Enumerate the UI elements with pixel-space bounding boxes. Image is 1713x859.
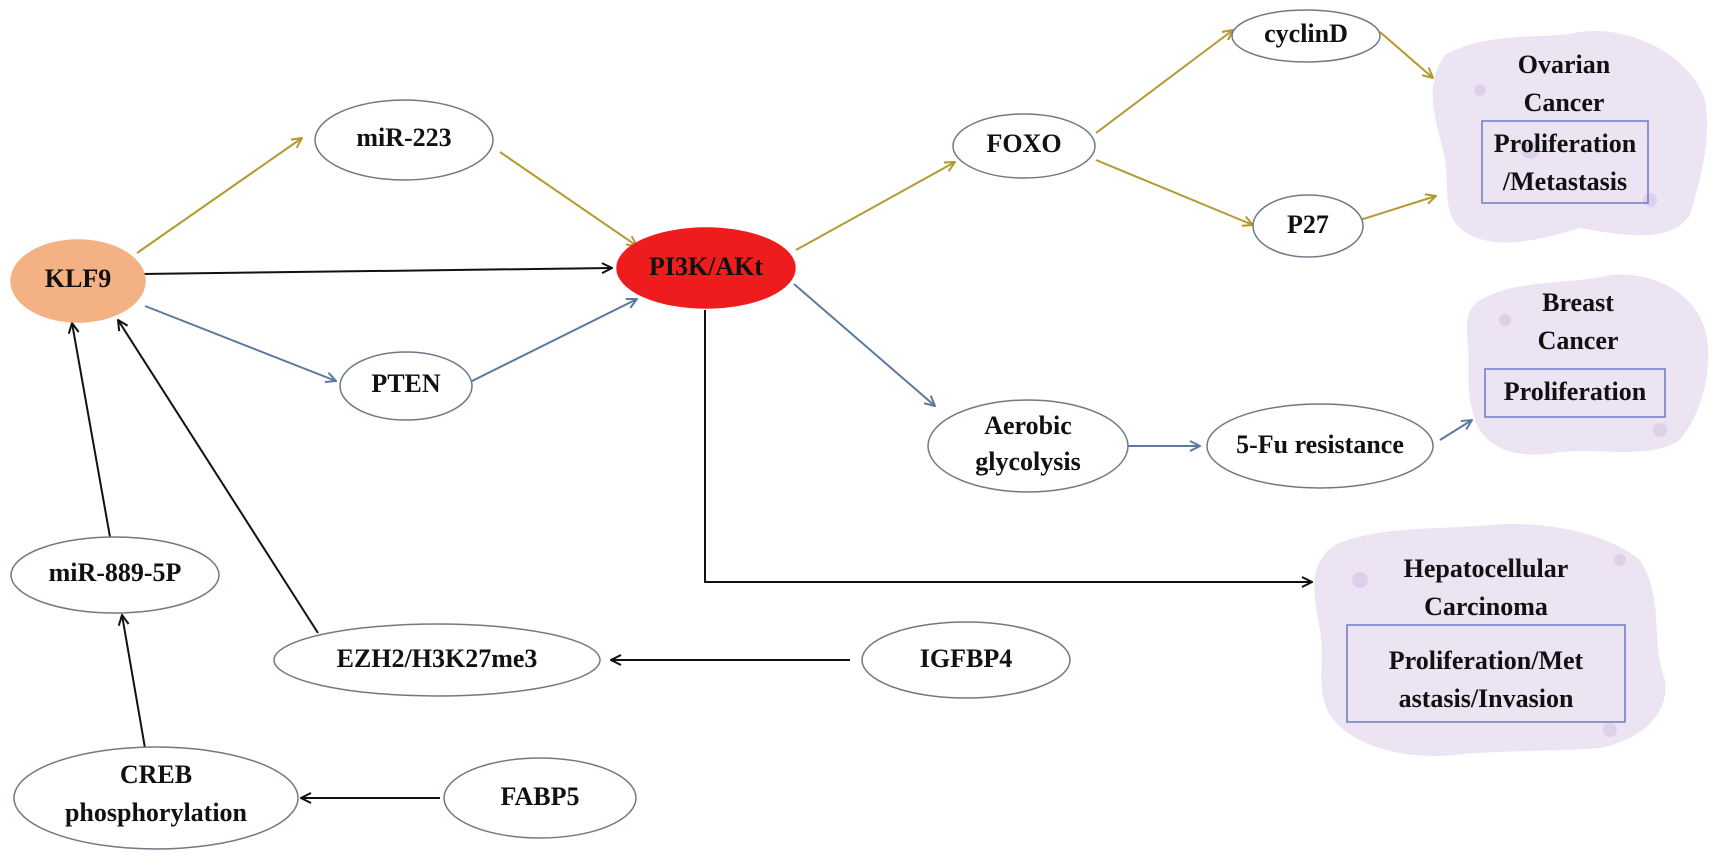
breast-cell-shape <box>1466 274 1709 455</box>
arrow-klf9-to-pi3k <box>140 268 612 275</box>
node-cyclind-label: cyclinD <box>1264 19 1348 48</box>
hcc-box-line2: astasis/Invasion <box>1399 684 1574 713</box>
node-foxo-label: FOXO <box>986 129 1061 158</box>
node-klf9[interactable]: KLF9 <box>10 239 146 323</box>
arrow-klf9-to-pten <box>144 305 336 381</box>
arrow-mir889-to-klf9 <box>72 323 111 538</box>
node-pten-shape <box>339 351 473 421</box>
node-pten[interactable]: PTEN <box>339 351 473 421</box>
node-ezh2-label: EZH2/H3K27me3 <box>337 644 538 673</box>
arrow-p27-to-ovarian <box>1359 196 1436 221</box>
node-igfbp4-label: IGFBP4 <box>920 644 1012 673</box>
arrow-creb-to-mir889 <box>122 615 146 749</box>
node-p27-label: P27 <box>1287 210 1329 239</box>
node-pten-label: PTEN <box>371 369 441 398</box>
hcc-cell-dot <box>1352 572 1368 588</box>
node-fabp5[interactable]: FABP5 <box>443 757 637 839</box>
node-aerobic-label-line2: glycolysis <box>975 447 1080 476</box>
node-aerobic-glycolysis[interactable]: Aerobic glycolysis <box>927 399 1129 493</box>
node-creb-shape <box>13 746 299 850</box>
ovarian-cell-shape <box>1432 30 1708 243</box>
node-foxo[interactable]: FOXO <box>952 113 1096 179</box>
breast-title-line1: Breast <box>1542 288 1614 317</box>
node-p27-shape <box>1252 194 1364 258</box>
node-mir223-shape <box>314 99 494 181</box>
hcc-cell-shape <box>1314 524 1666 756</box>
node-pi3k-shape <box>616 227 796 309</box>
node-pi3k[interactable]: PI3K/AKt <box>616 227 796 309</box>
ovarian-cell-dot <box>1643 193 1657 207</box>
node-p27[interactable]: P27 <box>1252 194 1364 258</box>
ovarian-title-line1: Ovarian <box>1518 50 1611 79</box>
node-mir223-label: miR-223 <box>356 123 451 152</box>
breast-box-line1: Proliferation <box>1504 377 1647 406</box>
arrow-ezh2-to-klf9 <box>118 320 319 634</box>
node-igfbp4-shape <box>861 621 1071 699</box>
node-ezh2[interactable]: EZH2/H3K27me3 <box>273 623 601 697</box>
hcc-title-line2: Carcinoma <box>1424 592 1548 621</box>
arrow-5fu-to-breast <box>1439 420 1472 441</box>
hcc-cell-dot <box>1614 554 1626 566</box>
node-klf9-shape <box>10 239 146 323</box>
ovarian-box-line1: Proliferation <box>1494 129 1637 158</box>
node-pi3k-label: PI3K/AKt <box>649 252 763 281</box>
arrow-pi3k-to-hcc <box>704 310 1312 582</box>
arrow-cyclind-to-ovarian <box>1379 31 1433 78</box>
ovarian-outcome-box <box>1481 120 1649 204</box>
outcome-ovarian-cancer: Ovarian Cancer Proliferation /Metastasis <box>1481 50 1649 204</box>
breast-cancer-cell <box>1466 274 1709 455</box>
arrow-pten-to-pi3k <box>469 299 637 383</box>
node-mir889[interactable]: miR-889-5P <box>10 536 220 614</box>
ovarian-box-line2: /Metastasis <box>1502 167 1627 196</box>
node-foxo-shape <box>952 113 1096 179</box>
hcc-outcome-box <box>1346 624 1626 723</box>
hcc-box-line1: Proliferation/Met <box>1389 646 1584 675</box>
hcc-cell <box>1314 524 1666 756</box>
node-mir223[interactable]: miR-223 <box>314 99 494 181</box>
node-creb-label-line1: CREB <box>120 760 192 789</box>
hcc-title-line1: Hepatocellular <box>1404 554 1569 583</box>
breast-outcome-box <box>1484 368 1666 418</box>
node-5fu-shape <box>1206 403 1434 489</box>
breast-cell-dot <box>1499 314 1511 326</box>
arrows <box>72 30 1472 798</box>
node-mir889-shape <box>10 536 220 614</box>
node-cyclind-shape <box>1231 9 1381 63</box>
ovarian-cell-dot <box>1474 84 1486 96</box>
breast-title-line2: Cancer <box>1538 326 1619 355</box>
node-fabp5-label: FABP5 <box>501 782 580 811</box>
hcc-cell-dot <box>1603 723 1617 737</box>
node-ezh2-shape <box>273 623 601 697</box>
node-mir889-label: miR-889-5P <box>49 558 182 587</box>
ovarian-cell-dot <box>1521 141 1539 159</box>
node-igfbp4[interactable]: IGFBP4 <box>861 621 1071 699</box>
arrow-foxo-to-cyclind <box>1095 30 1233 134</box>
node-5fu-resistance[interactable]: 5-Fu resistance <box>1206 403 1434 489</box>
outcome-hepatocellular-carcinoma: Hepatocellular Carcinoma Proliferation/M… <box>1346 554 1626 723</box>
node-5fu-label: 5-Fu resistance <box>1236 430 1404 459</box>
node-cyclind[interactable]: cyclinD <box>1231 9 1381 63</box>
node-aerobic-label-line1: Aerobic <box>984 411 1072 440</box>
node-klf9-label: KLF9 <box>45 264 111 293</box>
arrow-pi3k-to-aerobic <box>793 283 935 406</box>
outcome-breast-cancer: Breast Cancer Proliferation <box>1484 288 1666 418</box>
arrow-mir223-to-pi3k <box>499 151 637 246</box>
arrow-foxo-to-p27 <box>1095 159 1253 225</box>
node-fabp5-shape <box>443 757 637 839</box>
arrow-pi3k-to-foxo <box>795 162 955 251</box>
node-creb[interactable]: CREB phosphorylation <box>13 746 299 850</box>
ovarian-title-line2: Cancer <box>1524 88 1605 117</box>
breast-cell-dot <box>1653 423 1667 437</box>
node-creb-label-line2: phosphorylation <box>65 798 248 827</box>
node-aerobic-shape <box>927 399 1129 493</box>
arrow-klf9-to-mir223 <box>136 138 302 254</box>
